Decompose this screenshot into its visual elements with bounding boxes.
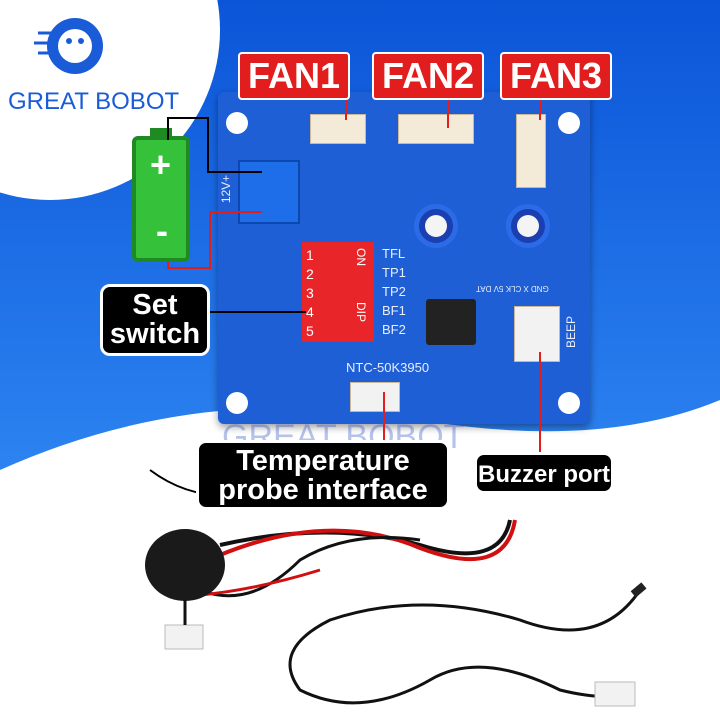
fan3-connector: [516, 114, 546, 188]
fan2-connector: [398, 114, 474, 144]
probe-connector: [350, 382, 400, 412]
fan2-label: FAN2: [372, 52, 485, 100]
battery: + -: [132, 128, 190, 262]
buzzer-connector: [514, 306, 560, 362]
terminal-block: [238, 160, 300, 224]
gear-robot-icon: [34, 18, 103, 74]
potentiometer-1[interactable]: [414, 204, 458, 248]
logo: [30, 8, 110, 88]
potentiometer-2[interactable]: [506, 204, 550, 248]
fan1-connector: [310, 114, 366, 144]
buzzer: [145, 529, 225, 601]
controller-chip: [426, 299, 476, 345]
fan3-label: FAN3: [500, 52, 613, 100]
fan1-label: FAN1: [238, 52, 351, 100]
buzzer-port-label: Buzzer port: [474, 452, 614, 494]
brand-name: GREAT BOBOT: [8, 88, 180, 115]
